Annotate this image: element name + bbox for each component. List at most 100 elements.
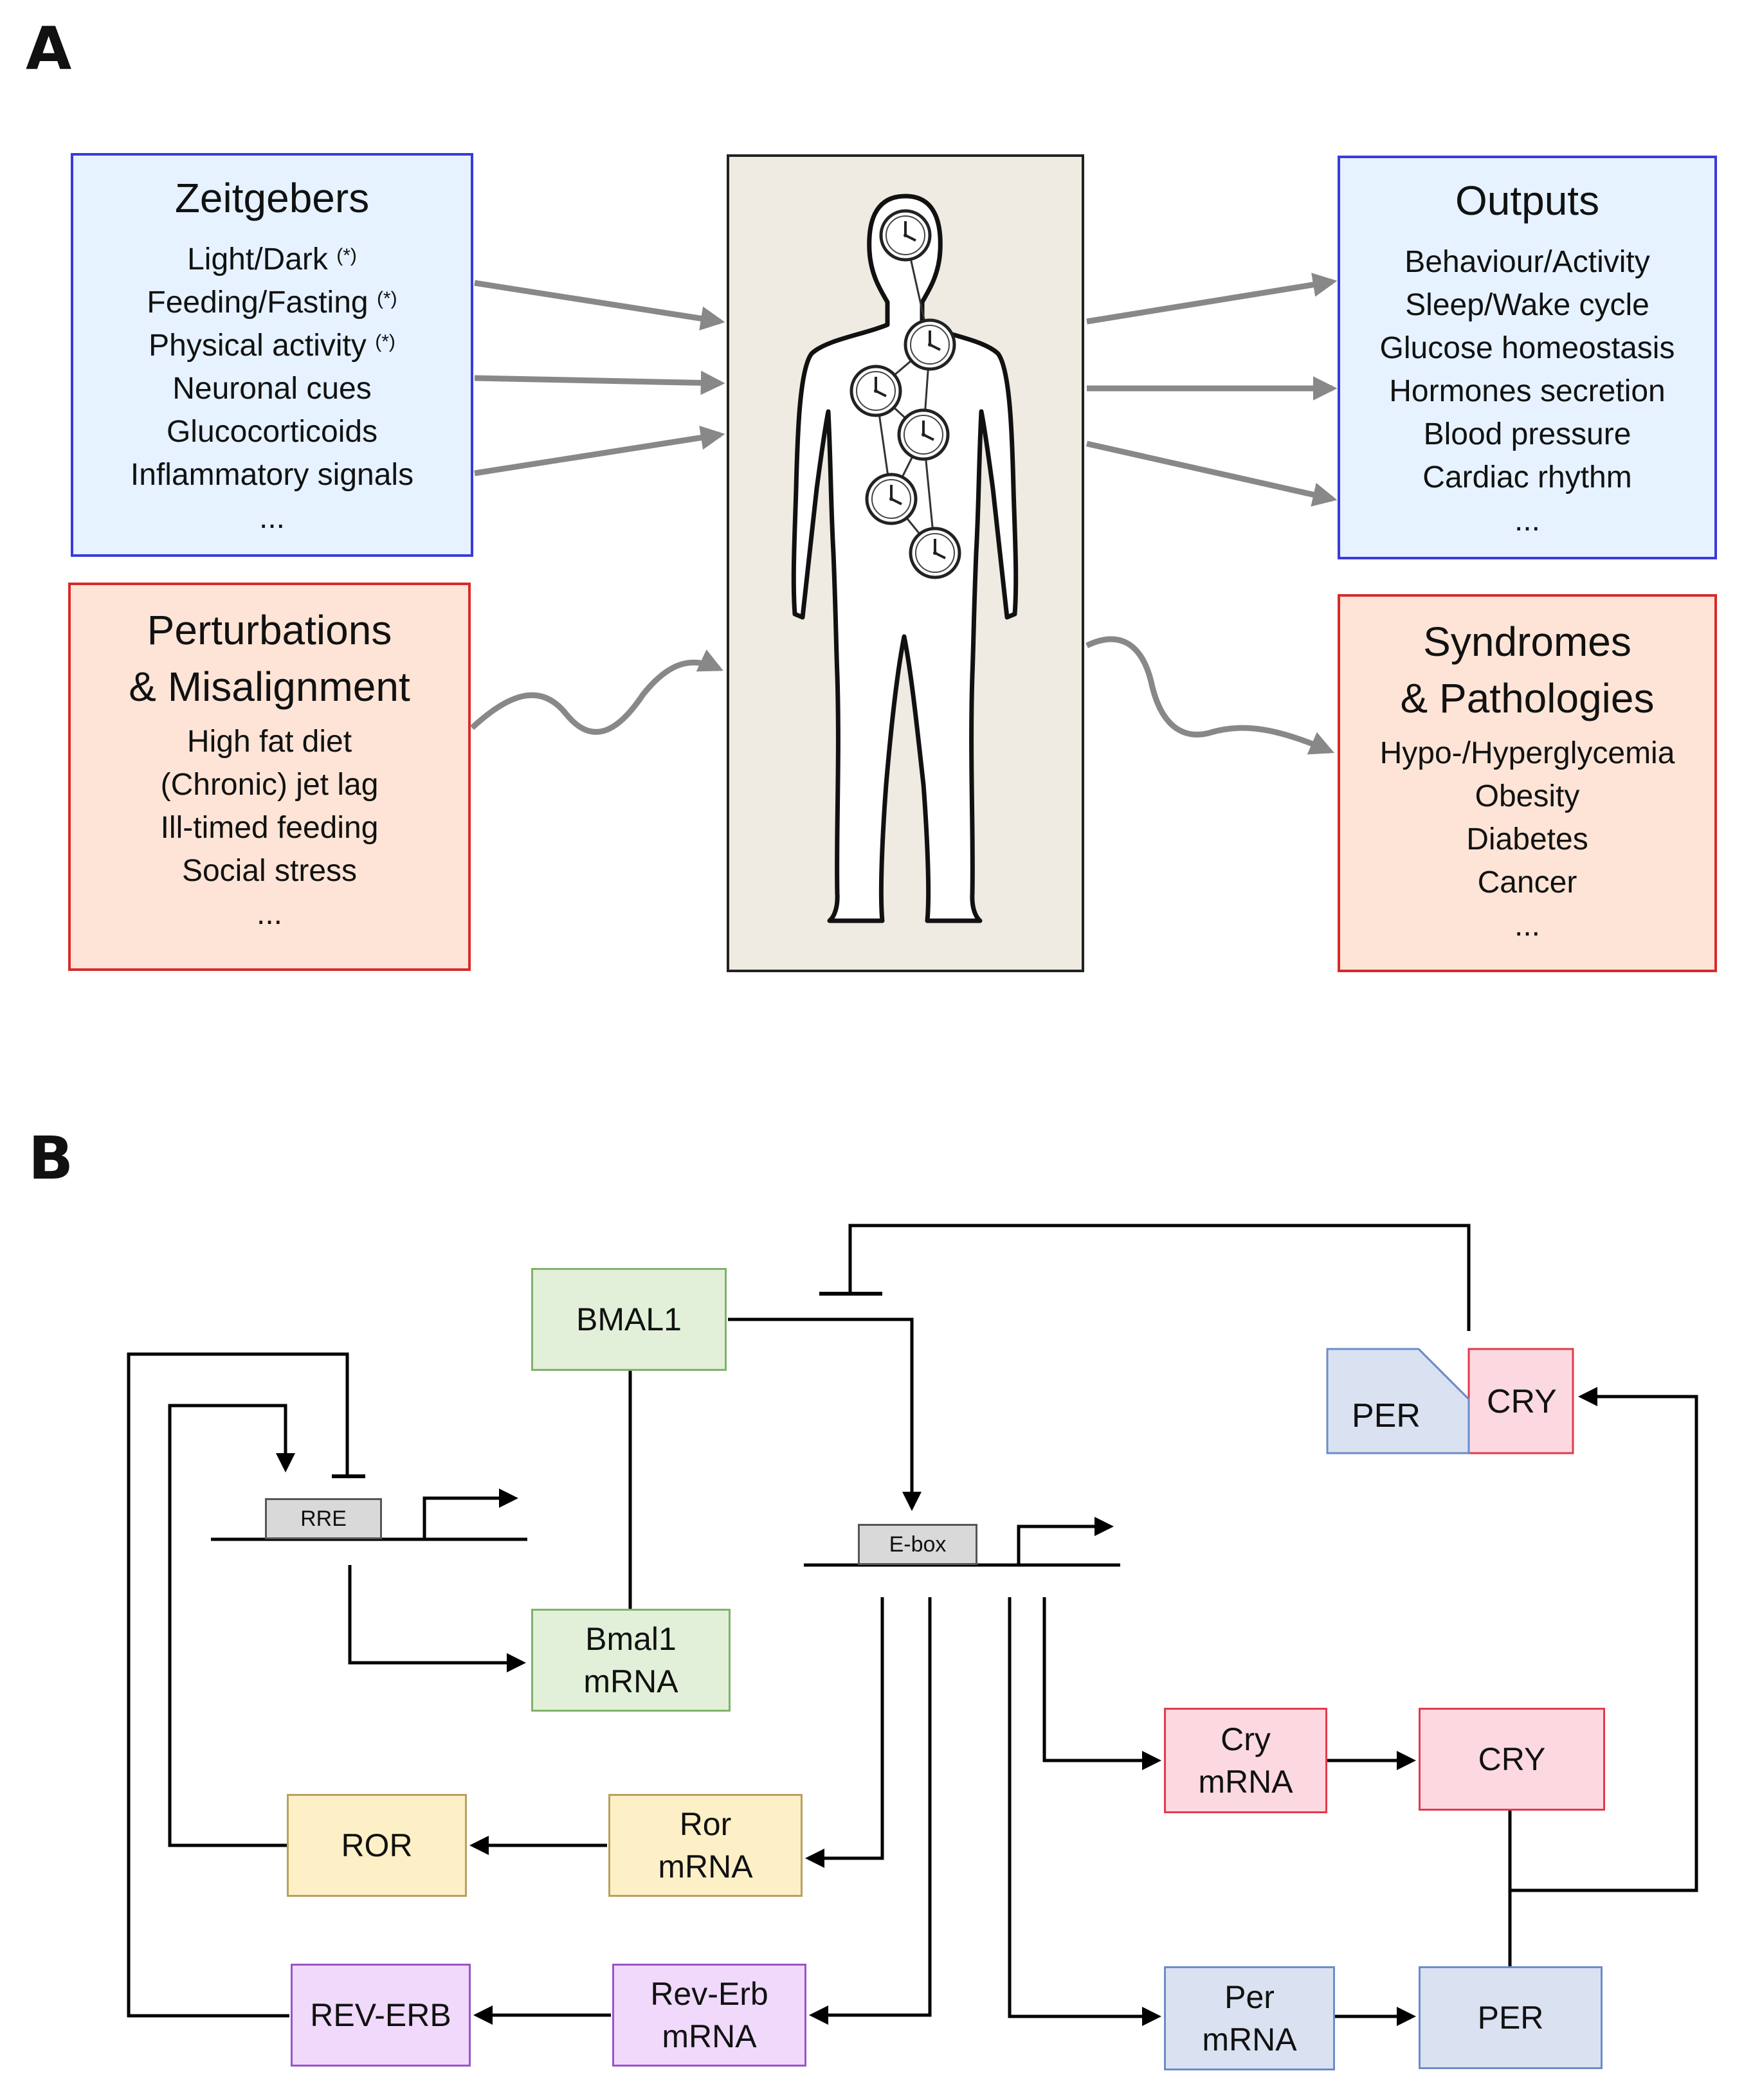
per-label: PER xyxy=(1477,2000,1544,2036)
arrow-rre-to-bmal1mrna xyxy=(348,1565,526,1672)
perturbation-item: High fat diet xyxy=(71,720,468,763)
zeitgeber-item-text: Feeding/Fasting xyxy=(147,285,368,320)
arrow-pathology-out xyxy=(1085,636,1334,755)
reverb-mrna-line1: Rev-Erb xyxy=(650,1976,768,2012)
perturbation-item-text: ... xyxy=(256,897,282,931)
zeitgeber-item-mark: (*) xyxy=(336,245,357,266)
complex-per-label: PER xyxy=(1352,1397,1421,1435)
syndromes-title-line1: Syndromes xyxy=(1423,619,1631,665)
syndromes-title-line2: & Pathologies xyxy=(1400,675,1655,721)
zeitgeber-item-text: Physical activity xyxy=(149,329,367,363)
ebox-element: E-box xyxy=(858,1524,977,1565)
zeitgeber-item: Neuronal cues xyxy=(73,367,471,410)
arrow-ebox-to-reverbmrna xyxy=(809,1597,932,2025)
clock-icon xyxy=(867,475,916,523)
syndrome-item: ... xyxy=(1340,904,1714,947)
panel-label-b: B xyxy=(28,1124,74,1193)
cry-label: CRY xyxy=(1478,1741,1546,1777)
bmal1-label: BMAL1 xyxy=(576,1301,682,1337)
output-item: Behaviour/Activity xyxy=(1340,240,1714,284)
perturbation-item-text: Ill-timed feeding xyxy=(160,811,379,845)
per-mrna-box: Per mRNA xyxy=(1164,1966,1335,2070)
arrow-join-to-complex xyxy=(1510,1387,1698,1892)
output-item-text: ... xyxy=(1514,503,1540,538)
perturbations-box: Perturbations & Misalignment High fat di… xyxy=(68,583,471,971)
zeitgeber-item: ... xyxy=(73,496,471,539)
perturbation-item: Social stress xyxy=(71,849,468,892)
inhibition-line-per-cry xyxy=(848,1224,1471,1331)
reverb-mrna-box: Rev-Erb mRNA xyxy=(612,1964,806,2067)
syndrome-item-text: ... xyxy=(1514,909,1540,943)
zeitgebers-box: Zeitgebers Light/Dark (*)Feeding/Fasting… xyxy=(71,153,473,557)
rre-element: RRE xyxy=(265,1498,382,1539)
zeitgeber-item-text: Glucocorticoids xyxy=(166,415,378,449)
output-item-text: Blood pressure xyxy=(1423,417,1631,451)
output-item: Sleep/Wake cycle xyxy=(1340,284,1714,327)
output-item-text: Sleep/Wake cycle xyxy=(1405,288,1649,322)
clock-icon xyxy=(905,320,954,369)
output-item-text: Behaviour/Activity xyxy=(1404,245,1650,279)
reverb-protein-box: REV-ERB xyxy=(291,1964,471,2067)
clock-icon xyxy=(899,410,948,459)
zeitgeber-item: Feeding/Fasting (*) xyxy=(73,281,471,324)
arrow-ebox-to-rormrna xyxy=(805,1597,884,1868)
arrow-perturbation-in xyxy=(469,649,723,735)
bmal1-mrna-line2: mRNA xyxy=(583,1663,678,1699)
output-item: Hormones secretion xyxy=(1340,370,1714,413)
cry-mrna-line1: Cry xyxy=(1221,1721,1271,1757)
zeitgeber-item: Inflammatory signals xyxy=(73,453,471,496)
reverb-label: REV-ERB xyxy=(310,1997,451,2033)
zeitgeber-item-mark: (*) xyxy=(376,288,397,309)
output-item-text: Cardiac rhythm xyxy=(1422,460,1632,494)
arrow-output-out xyxy=(1086,440,1338,507)
bmal1-mrna-line1: Bmal1 xyxy=(585,1621,677,1657)
arrow-zeitgeber-in xyxy=(474,426,725,476)
zeitgeber-item-text: ... xyxy=(259,501,285,535)
output-item: ... xyxy=(1340,499,1714,542)
per-mrna-line2: mRNA xyxy=(1202,2022,1297,2058)
syndrome-item-text: Hypo-/Hyperglycemia xyxy=(1379,736,1675,770)
syndrome-item-text: Obesity xyxy=(1475,779,1580,813)
syndrome-item-text: Cancer xyxy=(1477,865,1577,900)
rre-tss-arrow xyxy=(422,1489,518,1539)
reverb-mrna-line2: mRNA xyxy=(662,2018,757,2054)
per-protein-box: PER xyxy=(1419,1966,1603,2069)
ror-protein-box: ROR xyxy=(287,1794,467,1897)
syndrome-item: Diabetes xyxy=(1340,818,1714,861)
perturbation-item: (Chronic) jet lag xyxy=(71,763,468,806)
complex-cry-label: CRY xyxy=(1487,1383,1557,1420)
perturbation-item-text: High fat diet xyxy=(186,725,352,759)
human-silhouette xyxy=(791,194,1019,923)
arrow-ebox-to-crymrna xyxy=(1042,1597,1161,1770)
bmal1-mrna-box: Bmal1 mRNA xyxy=(531,1609,731,1712)
syndrome-item: Obesity xyxy=(1340,775,1714,818)
output-item-text: Hormones secretion xyxy=(1389,374,1666,408)
ror-mrna-line2: mRNA xyxy=(658,1849,753,1885)
zeitgebers-list: Light/Dark (*)Feeding/Fasting (*)Physica… xyxy=(73,238,471,539)
syndrome-item: Hypo-/Hyperglycemia xyxy=(1340,732,1714,775)
outputs-title: Outputs xyxy=(1455,177,1600,224)
clock-icon xyxy=(911,529,959,577)
perturbations-title-line1: Perturbations xyxy=(147,607,392,653)
ror-mrna-box: Ror mRNA xyxy=(608,1794,803,1897)
arrow-ebox-to-permrna xyxy=(1008,1597,1161,2026)
per-cry-complex xyxy=(1326,1348,1574,1454)
panel-label-a: A xyxy=(26,14,72,83)
output-item: Glucose homeostasis xyxy=(1340,327,1714,370)
clock-icon xyxy=(851,367,900,415)
syndrome-item-text: Diabetes xyxy=(1466,822,1588,856)
perturbation-item: Ill-timed feeding xyxy=(71,806,468,849)
arrow-ror-to-rre xyxy=(168,1404,295,1847)
ror-label: ROR xyxy=(341,1827,413,1863)
arrow-zeitgeber-in xyxy=(474,280,725,330)
arrow-bmal1-to-ebox xyxy=(728,1317,922,1511)
cry-protein-box: CRY xyxy=(1419,1708,1605,1811)
zeitgeber-item-text: Neuronal cues xyxy=(172,372,372,406)
syndrome-item: Cancer xyxy=(1340,861,1714,904)
perturbation-item-text: Social stress xyxy=(181,854,358,888)
